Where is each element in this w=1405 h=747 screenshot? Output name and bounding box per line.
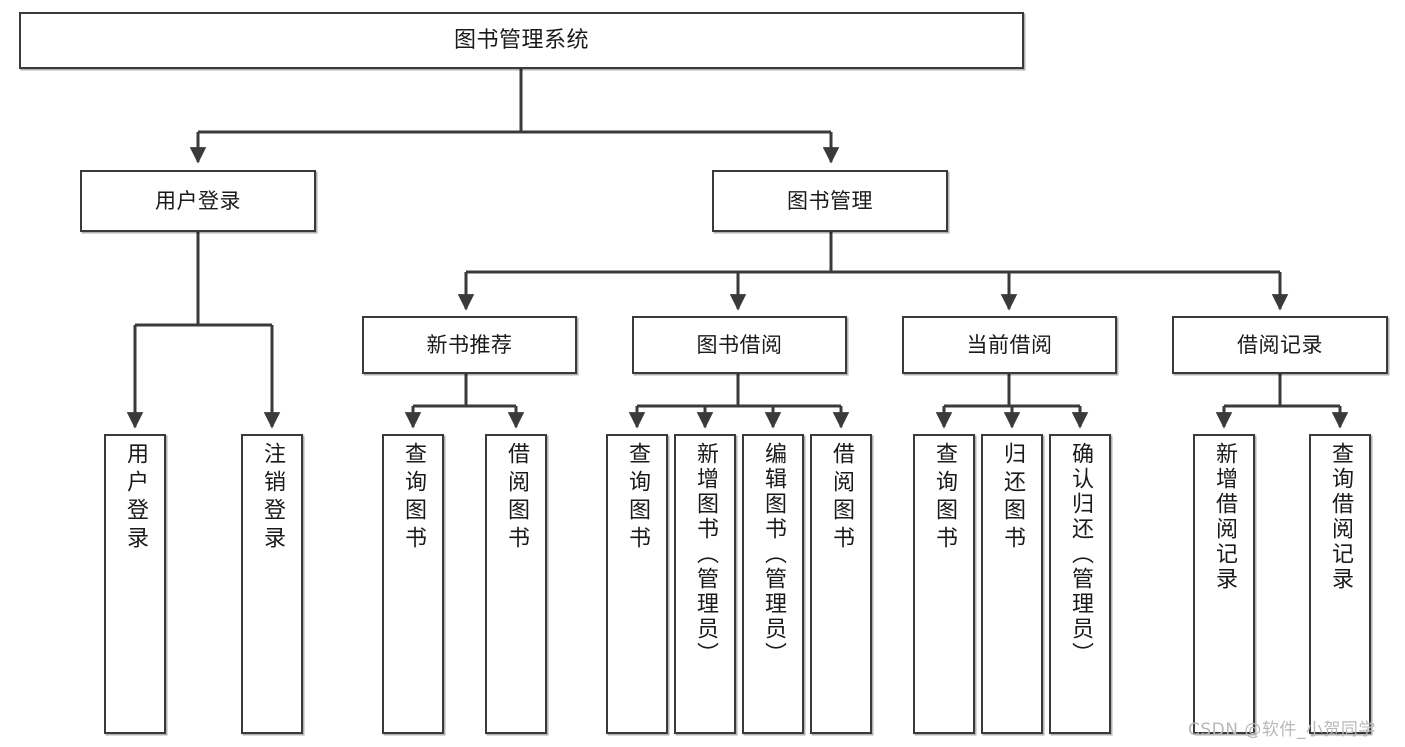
- leaf-query-book-2[interactable]: 查询图书: [606, 434, 668, 734]
- leaf-edit-book-label: 编辑图书（管理员）: [761, 442, 786, 667]
- node-user-login-label: 用户登录: [155, 188, 241, 213]
- leaf-add-record[interactable]: 新增借阅记录: [1193, 434, 1255, 734]
- node-new-book-recommend-label: 新书推荐: [426, 332, 513, 357]
- leaf-query-record[interactable]: 查询借阅记录: [1309, 434, 1371, 734]
- node-user-login[interactable]: 用户登录: [80, 170, 316, 232]
- leaf-return-book-label: 归还图书: [1000, 442, 1025, 554]
- leaf-query-book-1[interactable]: 查询图书: [382, 434, 444, 734]
- leaf-user-login-label: 用户登录: [123, 442, 148, 554]
- node-book-manage-label: 图书管理: [787, 188, 873, 213]
- leaf-query-record-label: 查询借阅记录: [1328, 442, 1353, 592]
- leaf-query-book-3-label: 查询图书: [932, 442, 957, 554]
- leaf-borrow-book-1-label: 借阅图书: [504, 442, 529, 554]
- csdn-watermark: CSDN @软件_小贺同学: [1188, 720, 1376, 740]
- leaf-logout-login-label: 注销登录: [260, 442, 285, 554]
- leaf-query-book-1-label: 查询图书: [401, 442, 426, 554]
- node-book-manage[interactable]: 图书管理: [712, 170, 948, 232]
- leaf-add-book-label: 新增图书（管理员）: [693, 442, 718, 667]
- leaf-user-login[interactable]: 用户登录: [104, 434, 166, 734]
- leaf-add-book[interactable]: 新增图书（管理员）: [674, 434, 736, 734]
- node-new-book-recommend[interactable]: 新书推荐: [362, 316, 577, 374]
- leaf-query-book-3[interactable]: 查询图书: [913, 434, 975, 734]
- leaf-edit-book[interactable]: 编辑图书（管理员）: [742, 434, 804, 734]
- leaf-borrow-book-1[interactable]: 借阅图书: [485, 434, 547, 734]
- node-root-system-label: 图书管理系统: [453, 27, 589, 53]
- leaf-add-record-label: 新增借阅记录: [1212, 442, 1237, 592]
- node-current-borrow[interactable]: 当前借阅: [902, 316, 1117, 374]
- leaf-logout-login[interactable]: 注销登录: [241, 434, 303, 734]
- leaf-query-book-2-label: 查询图书: [625, 442, 650, 554]
- node-borrow-record-label: 借阅记录: [1237, 332, 1323, 357]
- node-borrow-record[interactable]: 借阅记录: [1172, 316, 1388, 374]
- node-book-borrow-label: 图书借阅: [696, 332, 783, 357]
- node-root-system[interactable]: 图书管理系统: [19, 12, 1024, 69]
- leaf-confirm-return-label: 确认归还（管理员）: [1068, 442, 1093, 667]
- leaf-return-book[interactable]: 归还图书: [981, 434, 1043, 734]
- leaf-confirm-return[interactable]: 确认归还（管理员）: [1049, 434, 1111, 734]
- leaf-borrow-book-2-label: 借阅图书: [829, 442, 854, 554]
- leaf-borrow-book-2[interactable]: 借阅图书: [810, 434, 872, 734]
- node-book-borrow[interactable]: 图书借阅: [632, 316, 847, 374]
- node-current-borrow-label: 当前借阅: [966, 332, 1053, 357]
